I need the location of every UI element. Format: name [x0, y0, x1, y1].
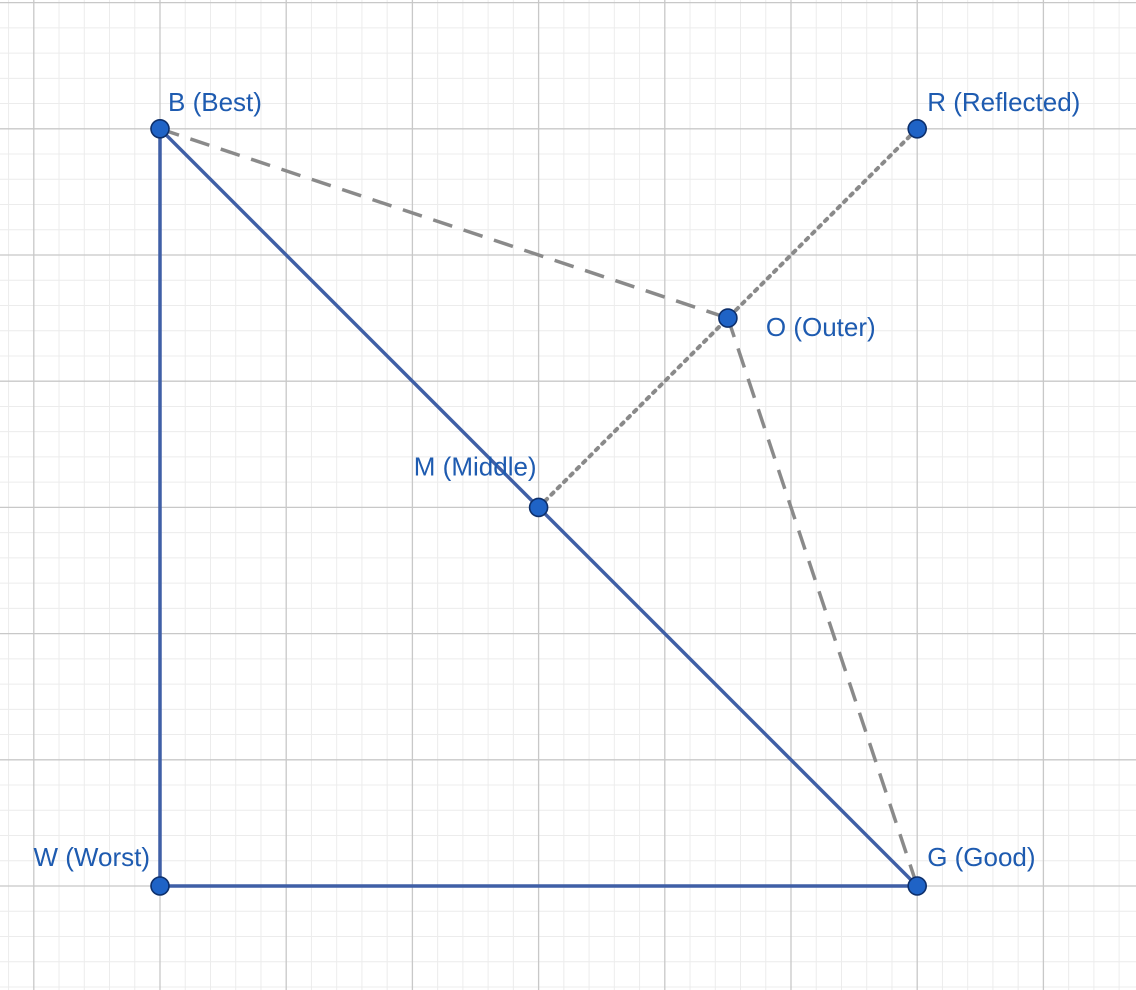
point-labels: B (Best) R (Reflected) O (Outer) M (Midd… [34, 87, 1081, 872]
label-good: G (Good) [927, 842, 1035, 872]
outer-edges [159, 127, 919, 887]
reflection-line [536, 126, 920, 510]
edge-middle-reflected [536, 126, 920, 510]
label-reflected: R (Reflected) [927, 87, 1080, 117]
point-reflected [907, 119, 928, 139]
edge-outer-good [726, 317, 919, 887]
point-worst [150, 876, 170, 896]
edge-best-outer [159, 127, 729, 320]
label-worst: W (Worst) [34, 842, 151, 872]
label-best: B (Best) [168, 87, 262, 117]
points [150, 119, 928, 896]
label-middle: M (Middle) [414, 451, 537, 481]
point-best [150, 119, 170, 139]
point-outer [718, 308, 738, 328]
point-middle [528, 497, 549, 518]
point-good [907, 876, 928, 896]
label-outer: O (Outer) [766, 312, 876, 342]
